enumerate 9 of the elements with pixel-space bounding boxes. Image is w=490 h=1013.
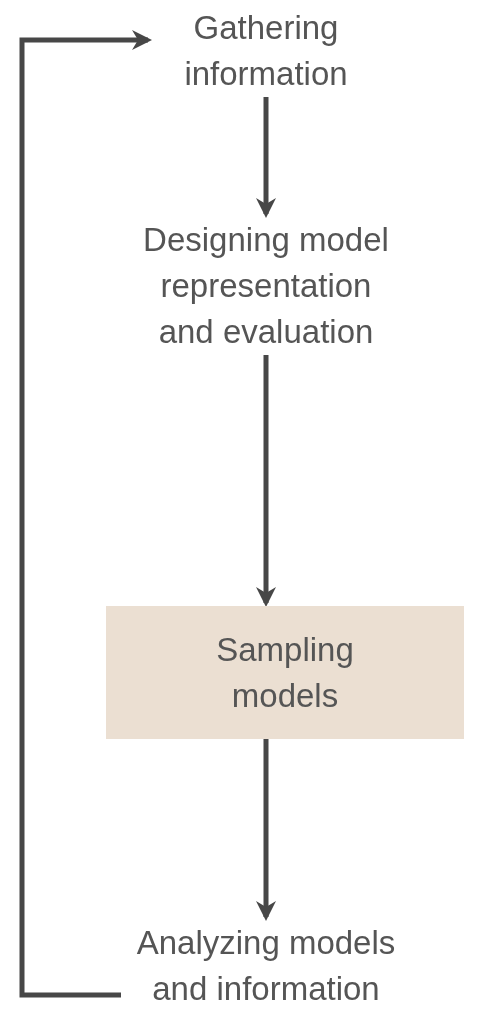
step-label: Sampling models xyxy=(215,629,355,716)
step-label: Analyzing models and information xyxy=(135,923,397,1009)
arrow xyxy=(19,30,152,998)
arrow xyxy=(256,97,276,218)
step-label: Gathering information xyxy=(183,8,349,94)
arrow xyxy=(256,739,276,921)
process-box xyxy=(106,606,464,739)
step-label: Designing model representation and evaluation xyxy=(142,220,390,352)
arrow xyxy=(256,355,276,607)
